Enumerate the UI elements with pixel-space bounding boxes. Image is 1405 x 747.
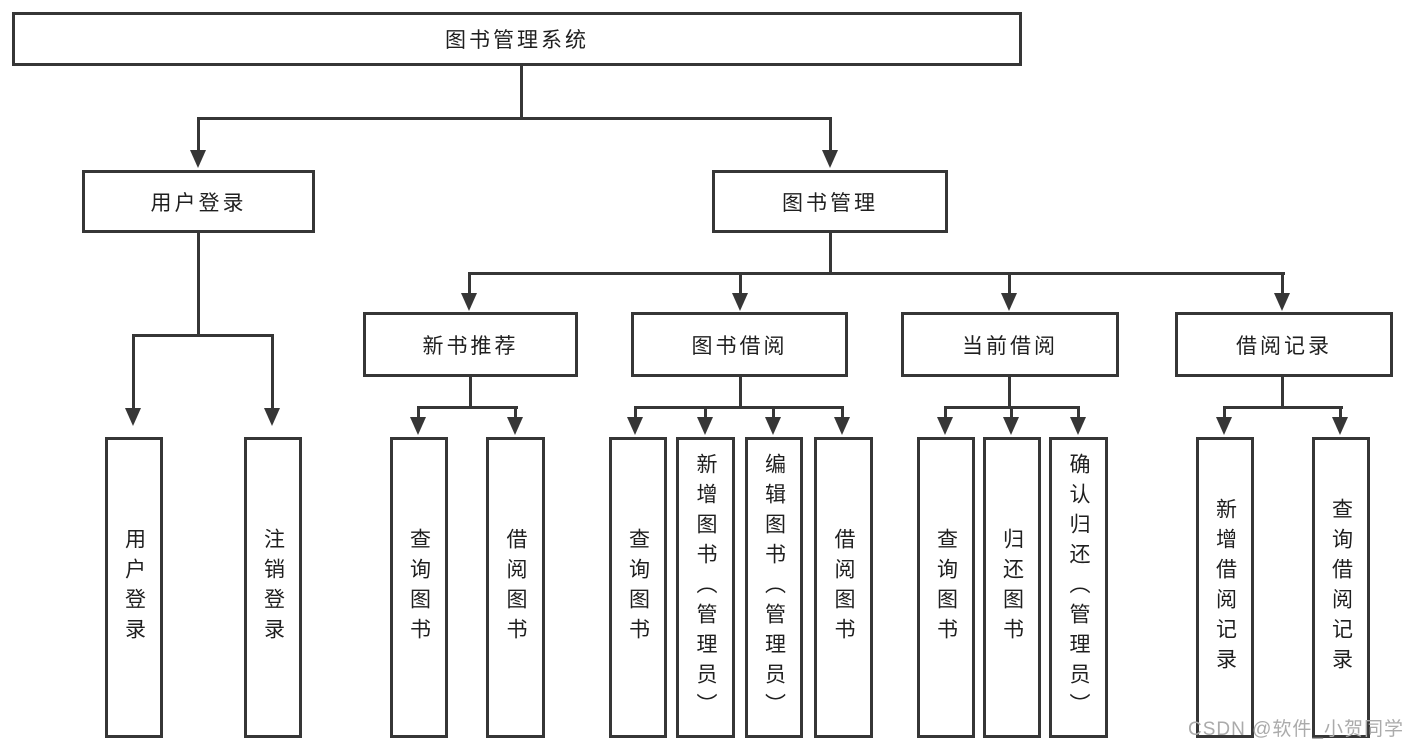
connector-level3-rail <box>468 272 1285 275</box>
connector-level2-rail <box>197 117 832 120</box>
arrow-down-icon <box>627 417 643 435</box>
arrow-down-icon <box>697 417 713 435</box>
node-label: 图书管理系统 <box>445 29 589 52</box>
arrow-down-icon <box>190 150 206 168</box>
node-label: 编辑图书（管理员） <box>762 452 786 723</box>
arrow-down-icon <box>732 293 748 311</box>
node-label: 借阅记录 <box>1236 334 1332 358</box>
node-label: 图书借阅 <box>691 334 788 358</box>
arrow-down-icon <box>410 417 426 435</box>
node-label: 注销登录 <box>261 527 285 648</box>
node-label: 用户登录 <box>150 191 247 215</box>
node-book-management: 图书管理 <box>712 170 948 233</box>
connector-root-drop <box>520 64 523 120</box>
connector-current-shaft <box>1008 272 1011 296</box>
connector-records-shaft <box>1281 272 1284 296</box>
node-leaf-edit-books-admin: 编辑图书（管理员） <box>745 437 803 738</box>
node-library-management-system: 图书管理系统 <box>12 12 1022 66</box>
connector-user-login-shaft <box>197 117 200 152</box>
node-leaf-recommend-borrow-books: 借阅图书 <box>486 437 545 738</box>
node-label: 借阅图书 <box>504 527 527 648</box>
arrow-down-icon <box>1332 417 1348 435</box>
arrow-down-icon <box>765 417 781 435</box>
node-leaf-logout: 注销登录 <box>244 437 302 738</box>
node-label: 当前借阅 <box>962 334 1058 358</box>
node-label: 新书推荐 <box>422 334 519 358</box>
node-current-borrow: 当前借阅 <box>901 312 1119 377</box>
node-label: 归还图书 <box>1000 527 1024 648</box>
node-label: 图书管理 <box>782 191 878 215</box>
node-leaf-recommend-query-books: 查询图书 <box>390 437 448 738</box>
connector-shaft <box>634 406 637 419</box>
node-leaf-add-borrow-record: 新增借阅记录 <box>1196 437 1254 738</box>
connector-records-drop <box>1281 377 1284 408</box>
connector-book-mgmt-drop <box>829 233 832 274</box>
node-leaf-borrow-books: 借阅图书 <box>814 437 873 738</box>
arrow-down-icon <box>937 417 953 435</box>
connector-recommend-rail <box>417 406 518 409</box>
connector-book-mgmt-shaft <box>829 117 832 152</box>
connector-shaft <box>1077 406 1080 419</box>
arrow-down-icon <box>1070 417 1086 435</box>
connector-recommend-drop <box>469 377 472 408</box>
connector-borrow-shaft <box>739 272 742 296</box>
node-new-book-recommend: 新书推荐 <box>363 312 578 377</box>
connector-borrow-rail <box>634 406 844 409</box>
connector-login-drop <box>197 233 200 337</box>
arrow-down-icon <box>1001 293 1017 311</box>
node-leaf-return-books: 归还图书 <box>983 437 1041 738</box>
arrow-down-icon <box>822 150 838 168</box>
connector-shaft <box>417 406 420 419</box>
arrow-down-icon <box>834 417 850 435</box>
connector-shaft <box>1010 406 1013 419</box>
connector-current-drop <box>1008 377 1011 408</box>
connector-recommend-shaft <box>468 272 471 296</box>
arrow-down-icon <box>461 293 477 311</box>
connector-shaft <box>704 406 707 419</box>
connector-login-child1-shaft <box>132 334 135 410</box>
node-leaf-confirm-return-admin: 确认归还（管理员） <box>1049 437 1108 738</box>
node-label: 用户登录 <box>122 527 146 648</box>
connector-shaft <box>1223 406 1226 419</box>
connector-shaft <box>772 406 775 419</box>
node-label: 新增图书（管理员） <box>694 452 717 723</box>
connector-login-child2-shaft <box>271 334 274 410</box>
node-label: 借阅图书 <box>832 527 855 648</box>
node-leaf-borrow-query-books: 查询图书 <box>609 437 667 738</box>
arrow-down-icon <box>264 408 280 426</box>
node-leaf-current-query-books: 查询图书 <box>917 437 975 738</box>
node-book-borrow: 图书借阅 <box>631 312 848 377</box>
node-label: 新增借阅记录 <box>1213 497 1237 678</box>
connector-borrow-drop <box>739 377 742 408</box>
connector-shaft <box>1339 406 1342 419</box>
connector-shaft <box>944 406 947 419</box>
arrow-down-icon <box>1003 417 1019 435</box>
node-label: 查询借阅记录 <box>1329 497 1353 678</box>
node-label: 查询图书 <box>626 527 650 648</box>
node-label: 确认归还（管理员） <box>1067 452 1090 723</box>
arrow-down-icon <box>1216 417 1232 435</box>
node-label: 查询图书 <box>407 527 431 648</box>
node-leaf-add-books-admin: 新增图书（管理员） <box>676 437 735 738</box>
node-user-login: 用户登录 <box>82 170 315 233</box>
connector-shaft <box>841 406 844 419</box>
arrow-down-icon <box>507 417 523 435</box>
node-label: 查询图书 <box>934 527 958 648</box>
arrow-down-icon <box>125 408 141 426</box>
node-leaf-user-login: 用户登录 <box>105 437 163 738</box>
node-borrow-records: 借阅记录 <box>1175 312 1393 377</box>
connector-shaft <box>514 406 517 419</box>
node-leaf-query-borrow-record: 查询借阅记录 <box>1312 437 1370 738</box>
connector-login-rail <box>132 334 274 337</box>
arrow-down-icon <box>1274 293 1290 311</box>
connector-records-rail <box>1223 406 1343 409</box>
csdn-watermark: CSDN @软件_小贺同学 <box>1188 719 1404 740</box>
